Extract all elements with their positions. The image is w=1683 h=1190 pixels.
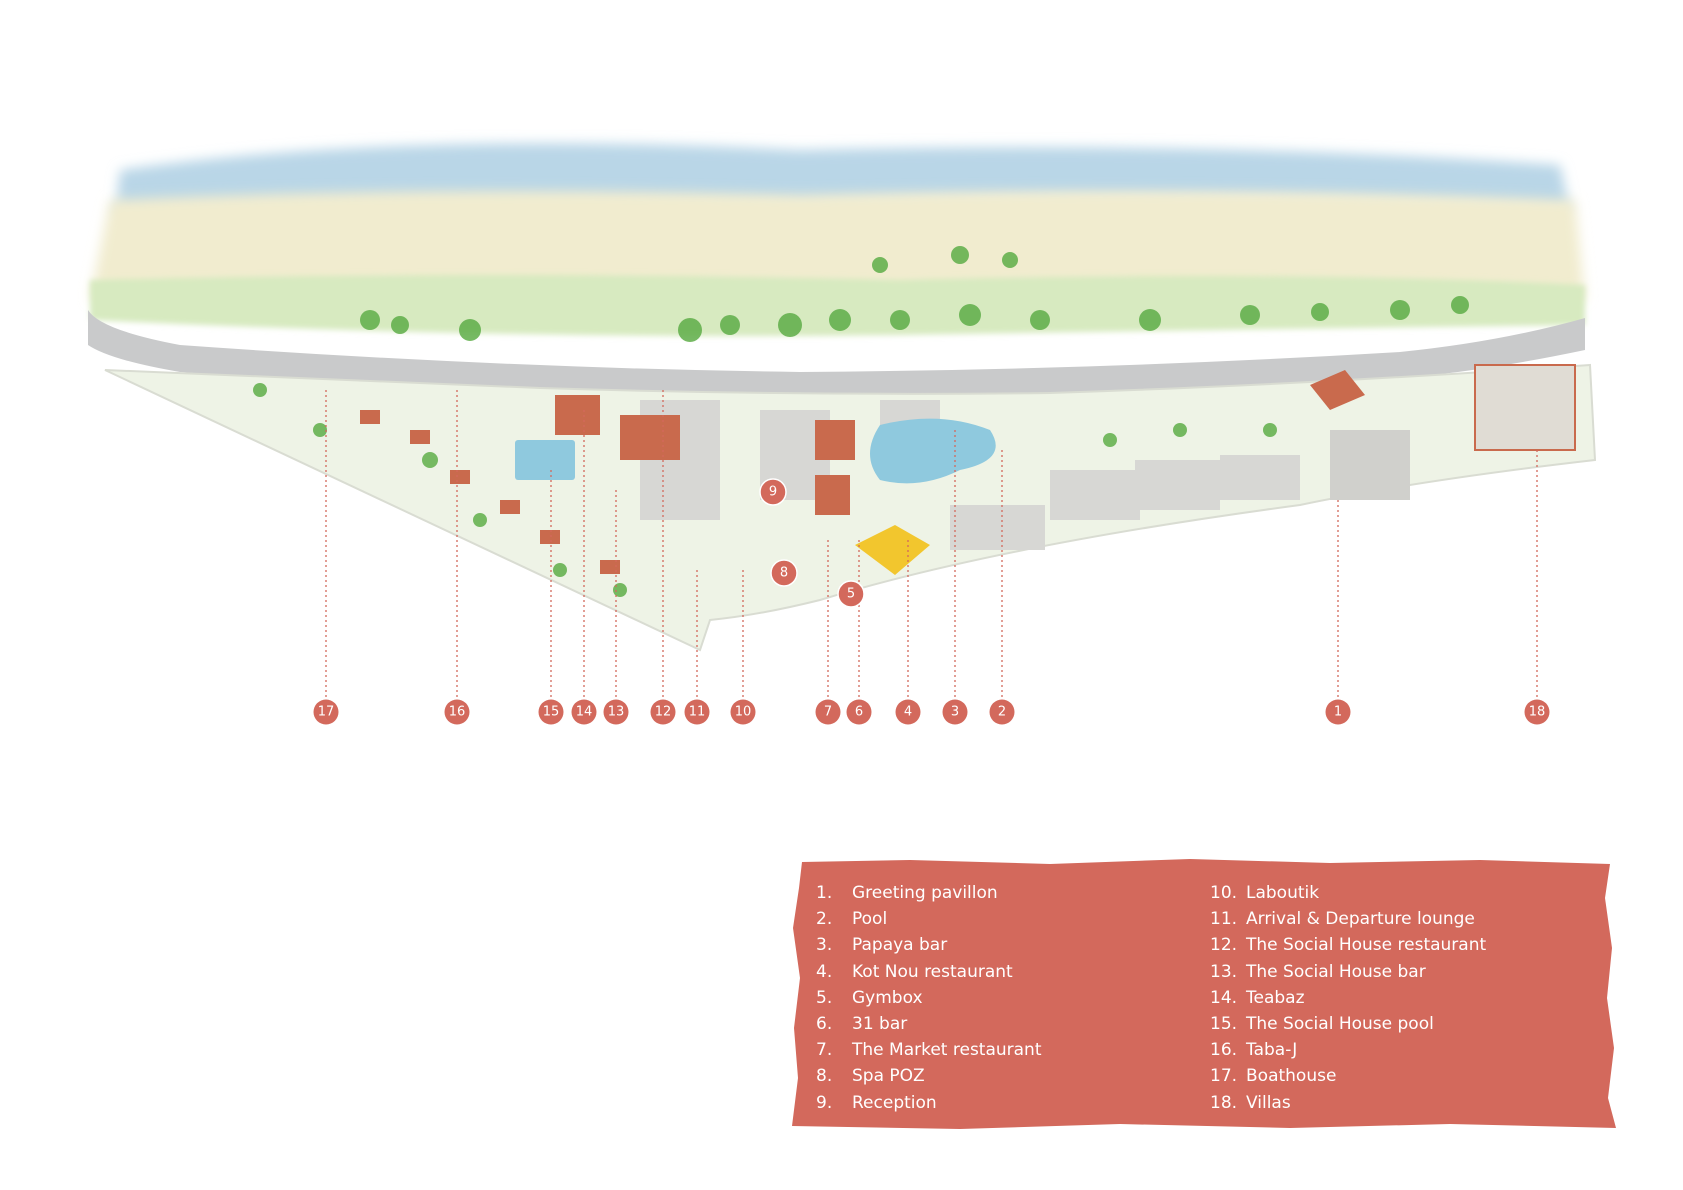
legend-item: 11.Arrival & Departure lounge [1210,909,1475,930]
marker-7[interactable] [815,699,841,725]
legend-item: 7.The Market restaurant [816,1040,1042,1061]
roof [555,395,600,435]
map-marker-5[interactable] [837,580,865,608]
legend-item: 3.Papaya bar [816,935,948,956]
cottage [450,470,470,484]
map-markers: 9 8 5 [759,478,865,608]
grass-strip [90,275,1585,336]
greeting-pavillon-roof [1310,370,1365,410]
legend-item: 9.Reception [816,1092,937,1113]
marker-label: 4 [904,705,912,720]
map-marker-label: 5 [847,587,855,602]
marker-label: 7 [824,705,832,720]
legend-item: 10.Laboutik [1210,883,1320,904]
map-marker-9[interactable] [759,478,787,506]
marker-11[interactable] [684,699,710,725]
legend-item: 6.31 bar [816,1014,908,1035]
social-house-pool [515,440,575,480]
building [1135,460,1220,510]
marker-10[interactable] [730,699,756,725]
marker-18[interactable] [1524,699,1550,725]
building [1220,455,1300,500]
legend-item: 4.Kot Nou restaurant [816,961,1013,982]
marker-label: 15 [543,705,560,720]
marker-6[interactable] [846,699,872,725]
building [950,505,1045,550]
marker-label: 2 [998,705,1006,720]
roof [815,420,855,460]
legend-item: 13.The Social House bar [1210,961,1426,982]
building [1050,470,1140,520]
legend-panel: 1.Greeting pavillon 2.Pool 3.Papaya bar … [790,858,1620,1130]
marker-label: 17 [318,705,335,720]
marker-17[interactable] [313,699,339,725]
trees [253,246,1469,597]
legend-item: 18.Villas [1210,1092,1291,1113]
cottage [360,410,380,424]
villas [1474,364,1576,451]
building [1330,430,1410,500]
legend-column-right: 10.Laboutik 11.Arrival & Departure loung… [1210,880,1486,1116]
cottage [500,500,520,514]
marker-12[interactable] [650,699,676,725]
kot-nou-building [855,525,930,575]
marker-16[interactable] [444,699,470,725]
marker-label: 11 [689,705,706,720]
markers: 17 16 15 14 13 12 11 10 7 6 4 3 2 1 18 [313,699,1550,725]
marker-14[interactable] [571,699,597,725]
legend-item: 5.Gymbox [816,987,923,1008]
marker-2[interactable] [989,699,1015,725]
marker-label: 12 [655,705,672,720]
legend-item: 14.Teabaz [1210,987,1305,1008]
marker-13[interactable] [603,699,629,725]
legend-item: 2.Pool [816,909,888,930]
main-pool [870,418,996,484]
cottage [540,530,560,544]
map-marker-label: 9 [769,485,777,500]
marker-label: 10 [735,705,752,720]
map-marker-label: 8 [780,566,788,581]
legend-item: 17.Boathouse [1210,1066,1337,1087]
marker-3[interactable] [942,699,968,725]
cottage [410,430,430,444]
roof [620,415,680,460]
road [88,310,1585,398]
beach-area [90,191,1585,300]
legend-column-left: 1.Greeting pavillon 2.Pool 3.Papaya bar … [816,880,1042,1116]
roof [815,475,850,515]
map-marker-8[interactable] [770,559,798,587]
marker-label: 16 [449,705,466,720]
legend-item: 8.Spa POZ [816,1066,925,1087]
marker-4[interactable] [895,699,921,725]
marker-1[interactable] [1325,699,1351,725]
leader-lines [325,390,1538,700]
marker-label: 18 [1529,705,1546,720]
marker-label: 13 [608,705,625,720]
legend-item: 15.The Social House pool [1210,1014,1434,1035]
marker-label: 14 [576,705,593,720]
marker-label: 6 [855,705,863,720]
legend-item: 12.The Social House restaurant [1210,935,1487,956]
marker-label: 1 [1334,705,1342,720]
legend-item: 1.Greeting pavillon [816,883,998,904]
marker-15[interactable] [538,699,564,725]
legend-paper [792,859,1616,1129]
cottage [600,560,620,574]
marker-label: 3 [951,705,959,720]
legend-background [792,859,1616,1129]
legend-item: 16.Taba-J [1210,1040,1298,1061]
